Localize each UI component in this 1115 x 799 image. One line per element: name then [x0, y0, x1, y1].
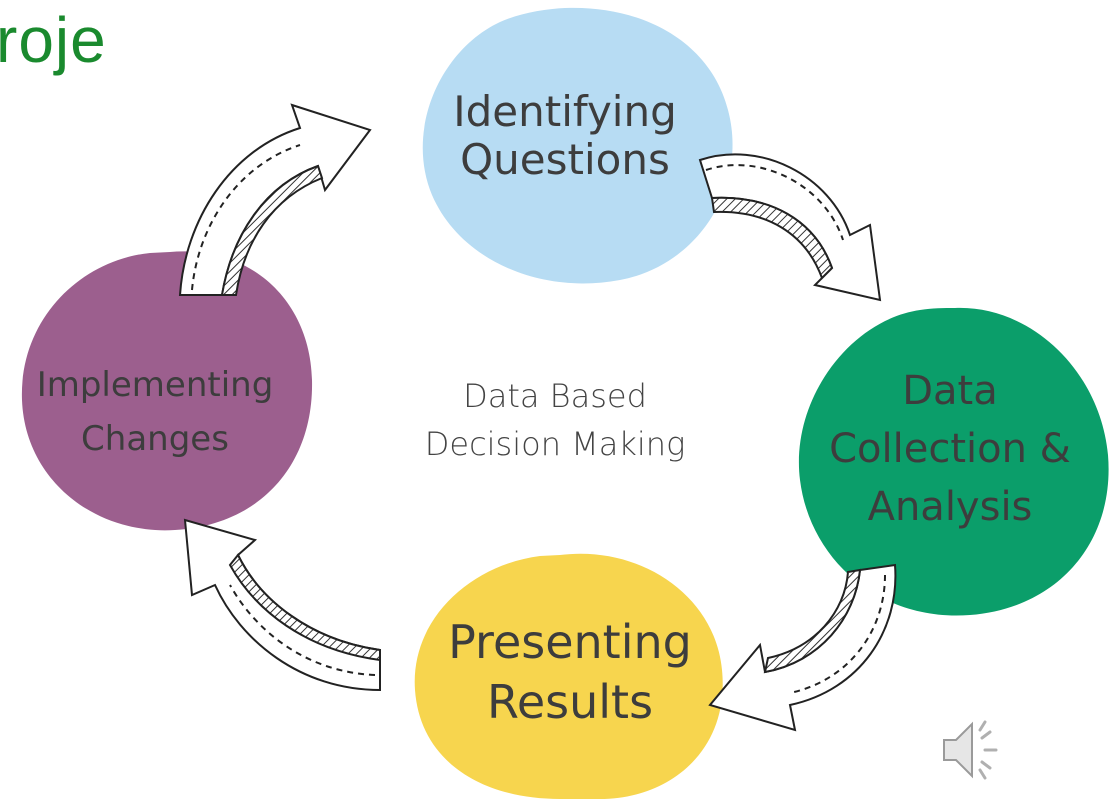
identifying-questions-line-1: Identifying [453, 87, 677, 136]
presenting-results-blob [414, 553, 723, 799]
center-label-line-1: Data Based [463, 377, 647, 415]
center-label-line-2: Decision Making [424, 425, 686, 463]
implementing-changes-blob [21, 251, 313, 531]
presenting-results-label: Presenting Results [420, 612, 720, 732]
arrow-questions-to-data [698, 153, 882, 302]
data-collection-line-3: Analysis [867, 484, 1033, 530]
data-collection-blob [798, 307, 1109, 616]
speaker-icon[interactable] [930, 710, 1010, 790]
center-label: Data Based Decision Making [390, 372, 720, 468]
data-collection-line-2: Collection & [829, 426, 1071, 472]
presenting-results-line-2: Results [486, 675, 654, 729]
arrow-changes-to-questions [178, 103, 372, 296]
data-collection-line-1: Data [902, 368, 998, 414]
arrow-results-to-changes [183, 518, 381, 692]
identifying-questions-blob [422, 7, 733, 284]
identifying-questions-label: Identifying Questions [415, 87, 715, 185]
presenting-results-line-1: Presenting [448, 615, 692, 669]
slide-title-fragment: roje [0, 4, 107, 76]
arrow-data-to-results [708, 563, 897, 732]
data-collection-label: Data Collection & Analysis [800, 362, 1100, 536]
implementing-changes-label: Implementing Changes [10, 358, 300, 466]
implementing-changes-line-2: Changes [81, 419, 229, 459]
implementing-changes-line-1: Implementing [36, 365, 274, 405]
identifying-questions-line-2: Questions [460, 135, 670, 185]
